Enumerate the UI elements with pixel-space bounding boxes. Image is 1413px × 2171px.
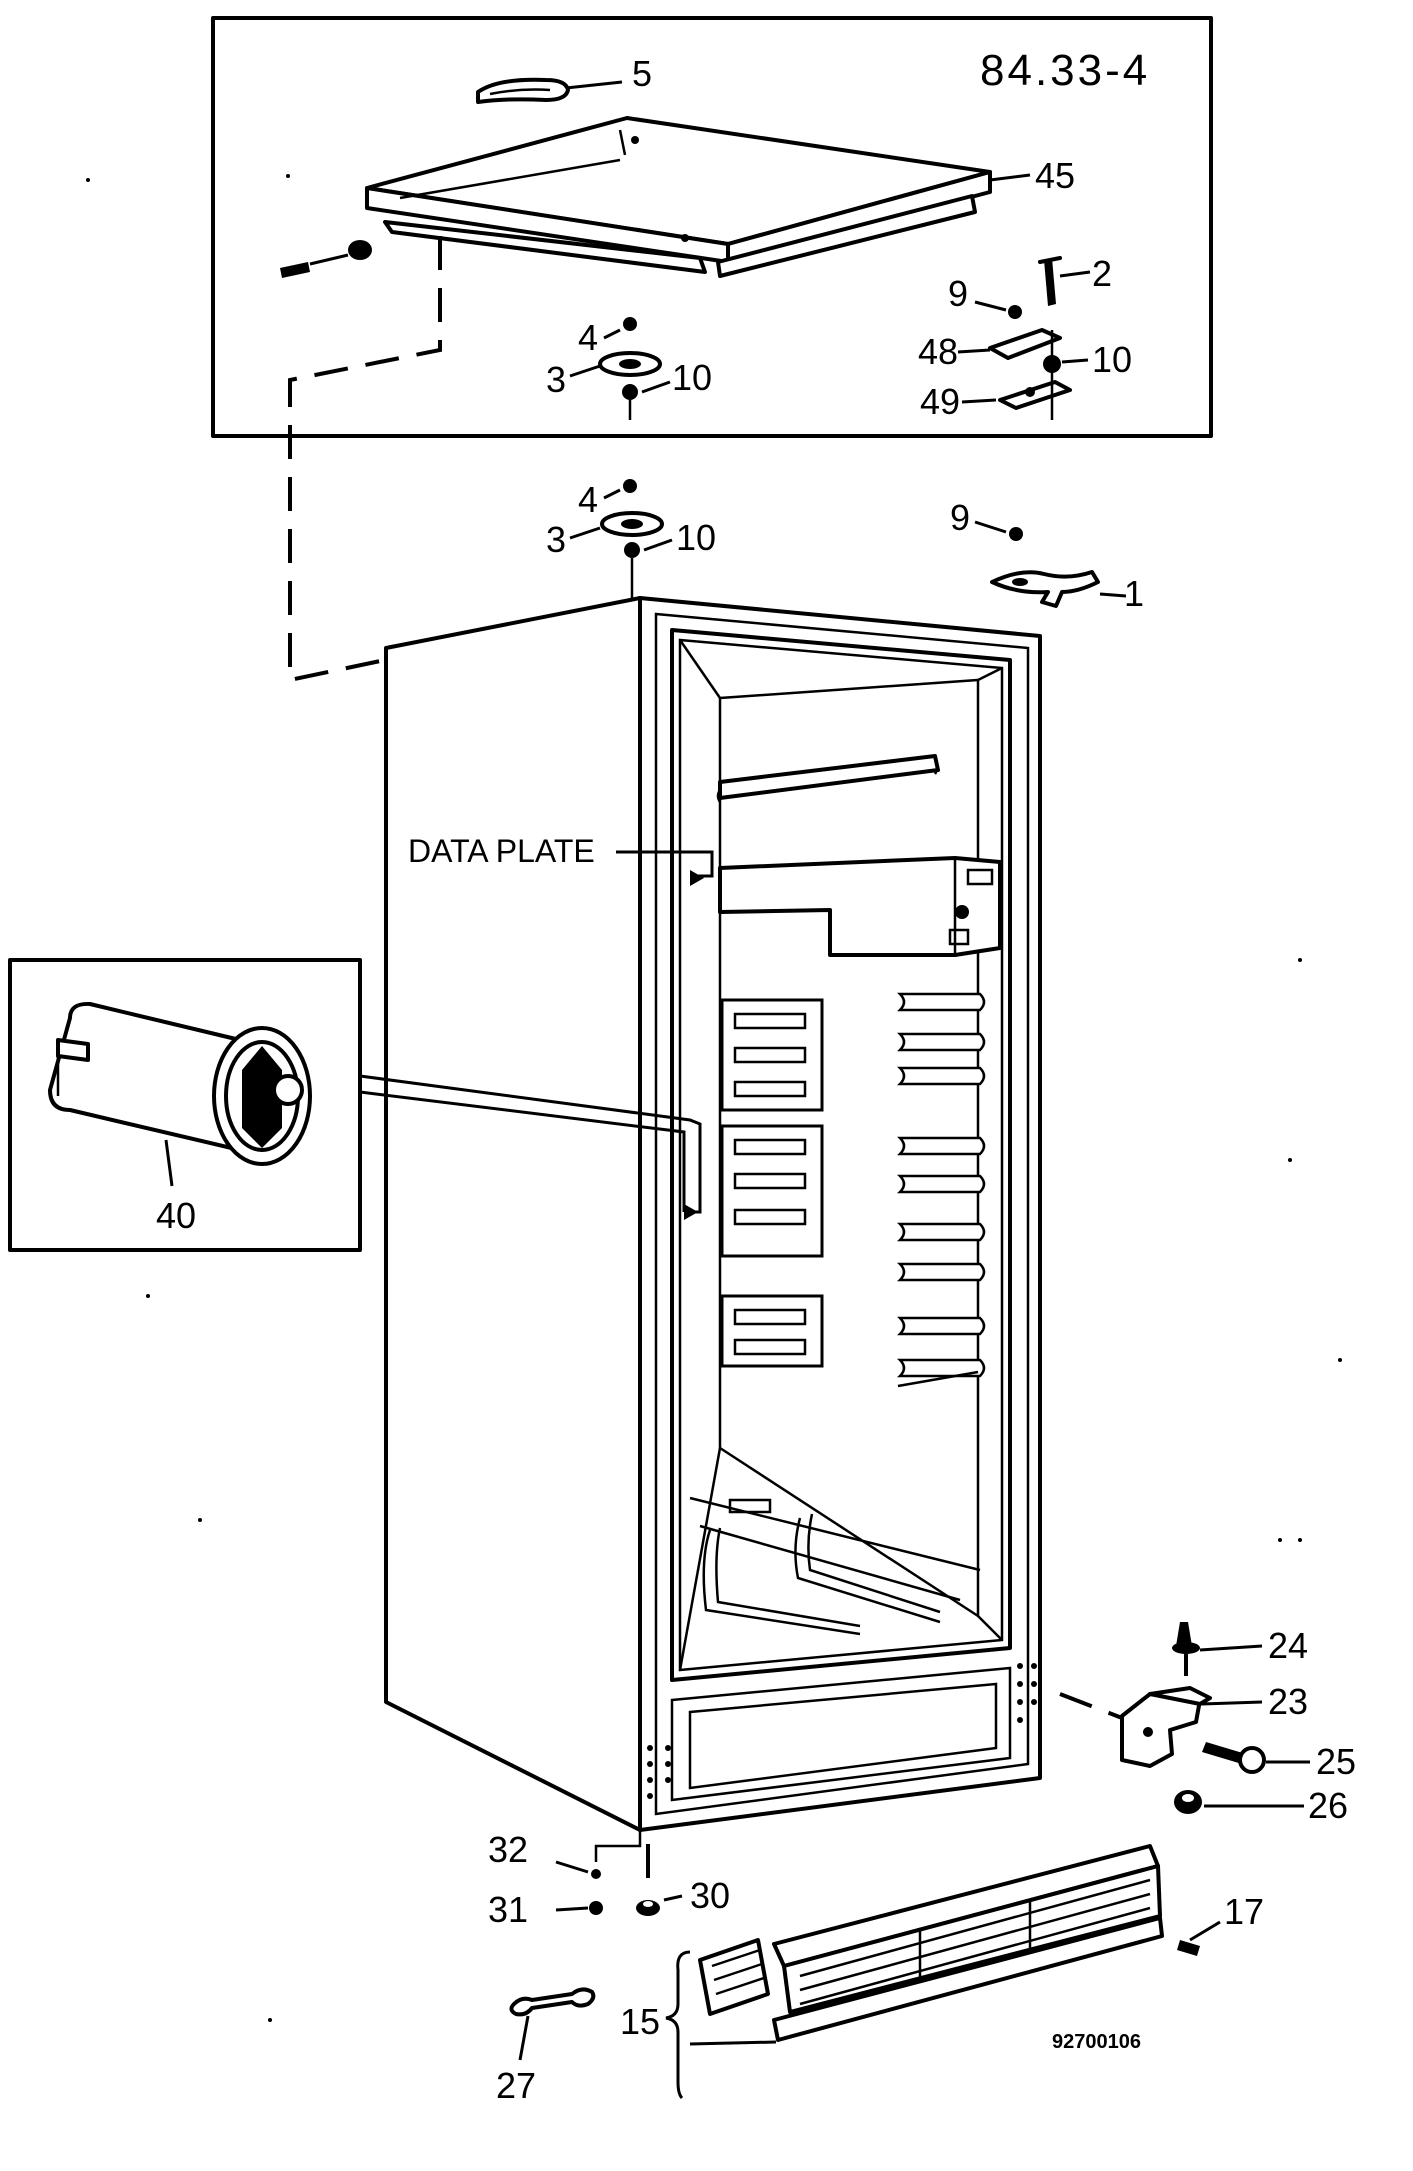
part-label-10-inset-left: 10 [672,357,712,398]
part-40-inset: 40 [8,958,362,1252]
part-label-48: 48 [918,331,958,372]
part-label-5: 5 [632,53,652,94]
part-label-45: 45 [1035,155,1075,196]
part-label-25: 25 [1316,1741,1356,1782]
lower-hinge-assembly: 24 23 25 26 [1059,1622,1356,1826]
part-label-32: 32 [488,1829,528,1870]
part-label-2: 2 [1092,253,1112,294]
top-cover-45 [365,116,992,278]
part-label-1: 1 [1124,573,1144,614]
data-plate-label: DATA PLATE [408,833,595,869]
part-label-26: 26 [1308,1785,1348,1826]
drawing-code: 84.33-4 [980,46,1150,95]
part-label-4: 4 [578,479,598,520]
part-label-3: 3 [546,519,566,560]
part-label-15: 15 [620,2001,660,2042]
wrench-27: 27 [496,1987,596,2106]
part-label-27: 27 [496,2065,536,2106]
upper-hinge-parts: 4 3 10 9 1 [546,479,1144,614]
data-plate-callout: DATA PLATE [408,833,714,886]
bottom-fixings: 32 31 30 [488,1829,730,1930]
top-assembly-inset: 84.33-4 5 45 4 [211,16,1213,438]
refrigerator-cabinet [384,596,1042,1832]
top-cover-connector [288,236,442,683]
part-label-9: 9 [950,497,970,538]
part-label-24: 24 [1268,1625,1308,1666]
part-label-31: 31 [488,1889,528,1930]
part-label-10: 10 [676,517,716,558]
part-label-4-inset: 4 [578,317,598,358]
part-label-49: 49 [920,381,960,422]
part-label-3-inset: 3 [546,359,566,400]
scan-specks [86,174,1342,2022]
part-label-30: 30 [690,1875,730,1916]
part-label-40: 40 [156,1195,196,1236]
part-label-9-inset: 9 [948,273,968,314]
part-label-17: 17 [1224,1891,1264,1932]
part-label-10-inset-right: 10 [1092,339,1132,380]
part-label-23: 23 [1268,1681,1308,1722]
document-number: 92700106 [1052,2031,1141,2053]
kick-plate-15: 17 15 [620,1844,1264,2100]
